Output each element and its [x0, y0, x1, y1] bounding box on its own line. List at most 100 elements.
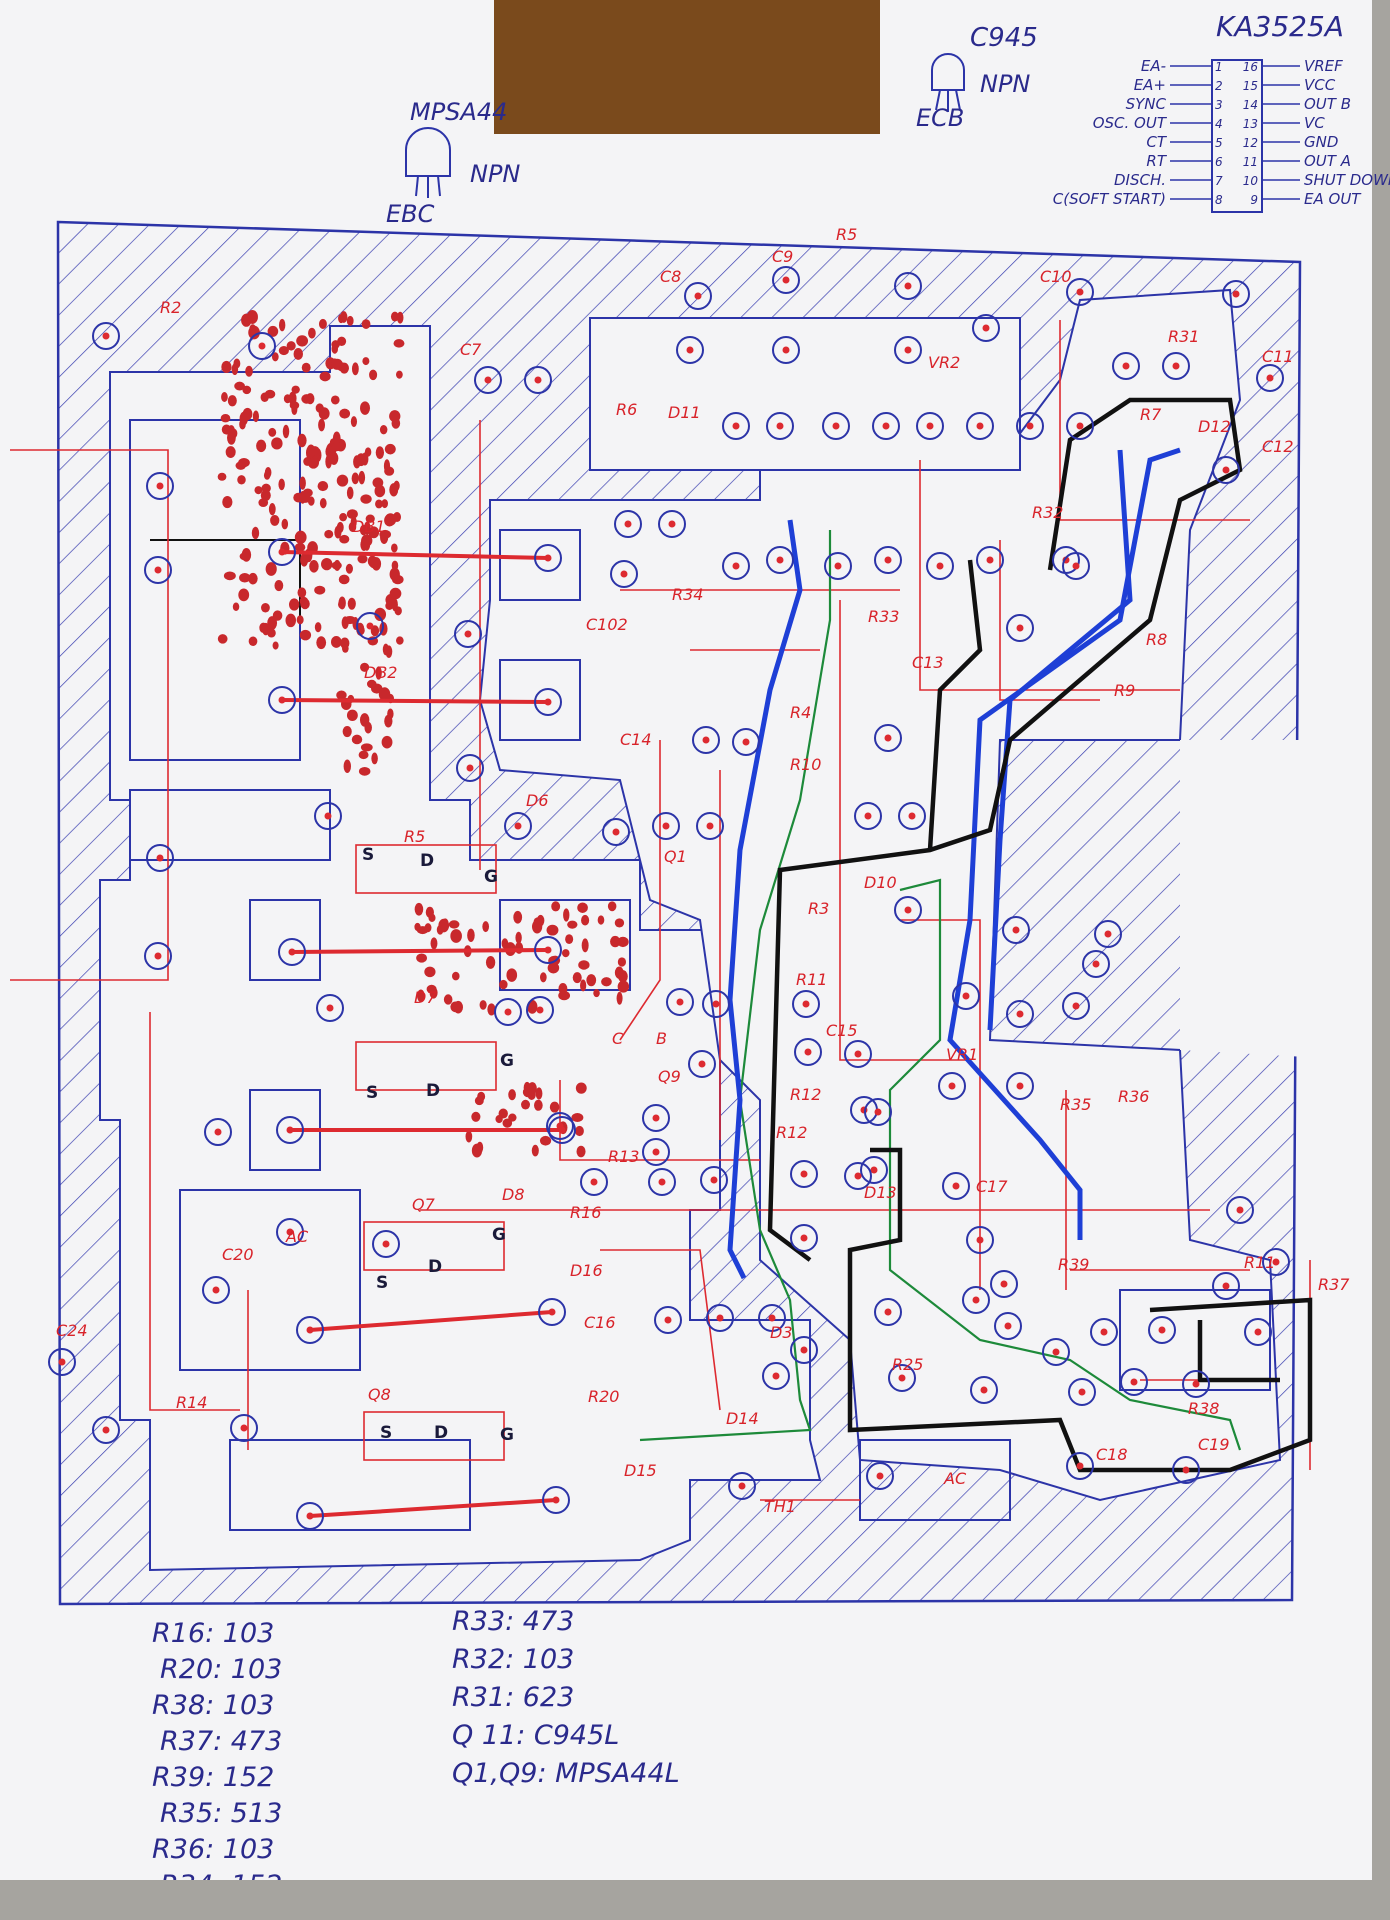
component-label: R16: [570, 1203, 601, 1222]
island-f: [229, 1439, 471, 1531]
component-label: R31: [1168, 327, 1199, 346]
component-label: R7: [1140, 405, 1162, 424]
ic-right-pin-label: OUT B: [1304, 95, 1351, 113]
component-label: R36: [1118, 1087, 1149, 1106]
island-k: [1119, 1289, 1271, 1391]
c945-part-label: C945: [970, 23, 1038, 53]
island-j: [859, 1439, 1011, 1521]
component-label: R34: [672, 585, 703, 604]
ic-right-pin-label: SHUT DOWN: [1304, 171, 1390, 189]
ic-right-pin-label: VREF: [1304, 57, 1343, 75]
component-label: Q8: [368, 1385, 391, 1404]
component-label: C18: [1096, 1445, 1128, 1464]
ic-right-pin-number: 9: [1250, 193, 1258, 207]
island-h: [499, 659, 581, 741]
q9-base-mark: B: [656, 1029, 667, 1048]
note-left-line: R38: 103: [152, 1690, 274, 1721]
component-label: C10: [1040, 267, 1072, 286]
note-left-line: R36: 103: [152, 1834, 274, 1865]
red-dotted-areas: [217, 309, 630, 1158]
ic-right-pin-number: 13: [1243, 117, 1258, 131]
component-label: R13: [608, 1147, 639, 1166]
q8-drain-label: D: [434, 1423, 448, 1443]
q7-source-label: S: [376, 1273, 388, 1293]
transistor-mpsa44-symbol: MPSA44 NPN EBC: [386, 98, 520, 228]
component-label: D12: [1198, 417, 1231, 436]
component-label: C102: [586, 615, 628, 634]
component-label: C16: [584, 1313, 616, 1332]
component-label: R6: [616, 400, 637, 419]
component-label: D8: [502, 1185, 525, 1204]
bottom-margin: [0, 1880, 1390, 1920]
component-label: DB2: [364, 663, 397, 682]
ac-label-left: AC: [285, 1227, 309, 1246]
component-label: C7: [460, 340, 482, 359]
ic-left-pin-label: DISCH.: [1114, 171, 1166, 189]
island-d: [249, 1089, 321, 1171]
ic-right-pin-label: GND: [1304, 133, 1338, 151]
island-c: [249, 899, 321, 981]
transistor-c945-symbol: C945 NPN ECB: [916, 23, 1038, 132]
component-label: R11: [796, 970, 827, 989]
island-e: [179, 1189, 361, 1371]
q7-gate-label: G: [492, 1225, 506, 1245]
component-label: R10: [790, 755, 821, 774]
component-label: R37: [1318, 1275, 1350, 1294]
ic-right-pin-number: 10: [1243, 174, 1259, 188]
component-label: R33: [868, 607, 899, 626]
q9-collector-mark: C: [612, 1029, 624, 1048]
ic-right-pin-label: EA OUT: [1304, 190, 1362, 208]
component-label: D15: [624, 1461, 657, 1480]
component-label: C19: [1198, 1435, 1230, 1454]
component-label: C20: [222, 1245, 254, 1264]
ic-left-pin-number: 7: [1215, 174, 1223, 188]
component-label: R5: [836, 225, 857, 244]
note-left-line: R16: 103: [152, 1618, 274, 1649]
note-right-line: Q 11: C945L: [452, 1720, 619, 1751]
ic-left-pin-label: EA+: [1134, 76, 1166, 94]
component-label: Q1: [664, 847, 687, 866]
component-label: D16: [570, 1261, 603, 1280]
ic-left-pin-number: 1: [1215, 60, 1223, 74]
island-g: [499, 529, 581, 601]
black-traces: [767, 397, 1313, 1473]
copper-region-top: [589, 317, 1021, 471]
q7-drain-label: D: [428, 1257, 442, 1277]
component-label: C9: [772, 247, 793, 266]
ic-left-pin-number: 3: [1215, 98, 1223, 112]
ic-right-pin-number: 14: [1243, 98, 1258, 112]
note-left-line: R39: 152: [152, 1762, 274, 1793]
component-label: C24: [56, 1321, 88, 1340]
component-label: R39: [1058, 1255, 1089, 1274]
brown-tape: [494, 0, 880, 134]
q5-source-label: S: [362, 845, 374, 865]
note-left-line: R37: 473: [160, 1726, 282, 1757]
ic-right-pin-number: 15: [1243, 79, 1258, 93]
mpsa44-part-label: MPSA44: [410, 98, 507, 126]
green-traces: [639, 530, 1242, 1451]
component-label: Q9: [658, 1067, 681, 1086]
component-label: R14: [176, 1393, 207, 1412]
component-label: R25: [892, 1355, 923, 1374]
ic-body: [1211, 59, 1263, 213]
ic-left-pin-number: 6: [1215, 155, 1223, 169]
note-right-line: R32: 103: [452, 1644, 574, 1675]
component-label: R35: [1060, 1095, 1091, 1114]
note-right-line: R31: 623: [452, 1682, 574, 1713]
component-label: Q7: [412, 1195, 436, 1214]
component-label: C13: [912, 653, 944, 672]
island-b: [129, 789, 331, 861]
ic-left-pin-number: 4: [1215, 117, 1223, 131]
component-label: D6: [526, 791, 549, 810]
q5-drain-label: D: [420, 851, 434, 871]
ic-left-pin-number: 2: [1215, 79, 1223, 93]
component-label: VR1: [946, 1045, 978, 1064]
note-right-line: R33: 473: [452, 1606, 574, 1637]
c945-pins-label: ECB: [916, 104, 964, 132]
